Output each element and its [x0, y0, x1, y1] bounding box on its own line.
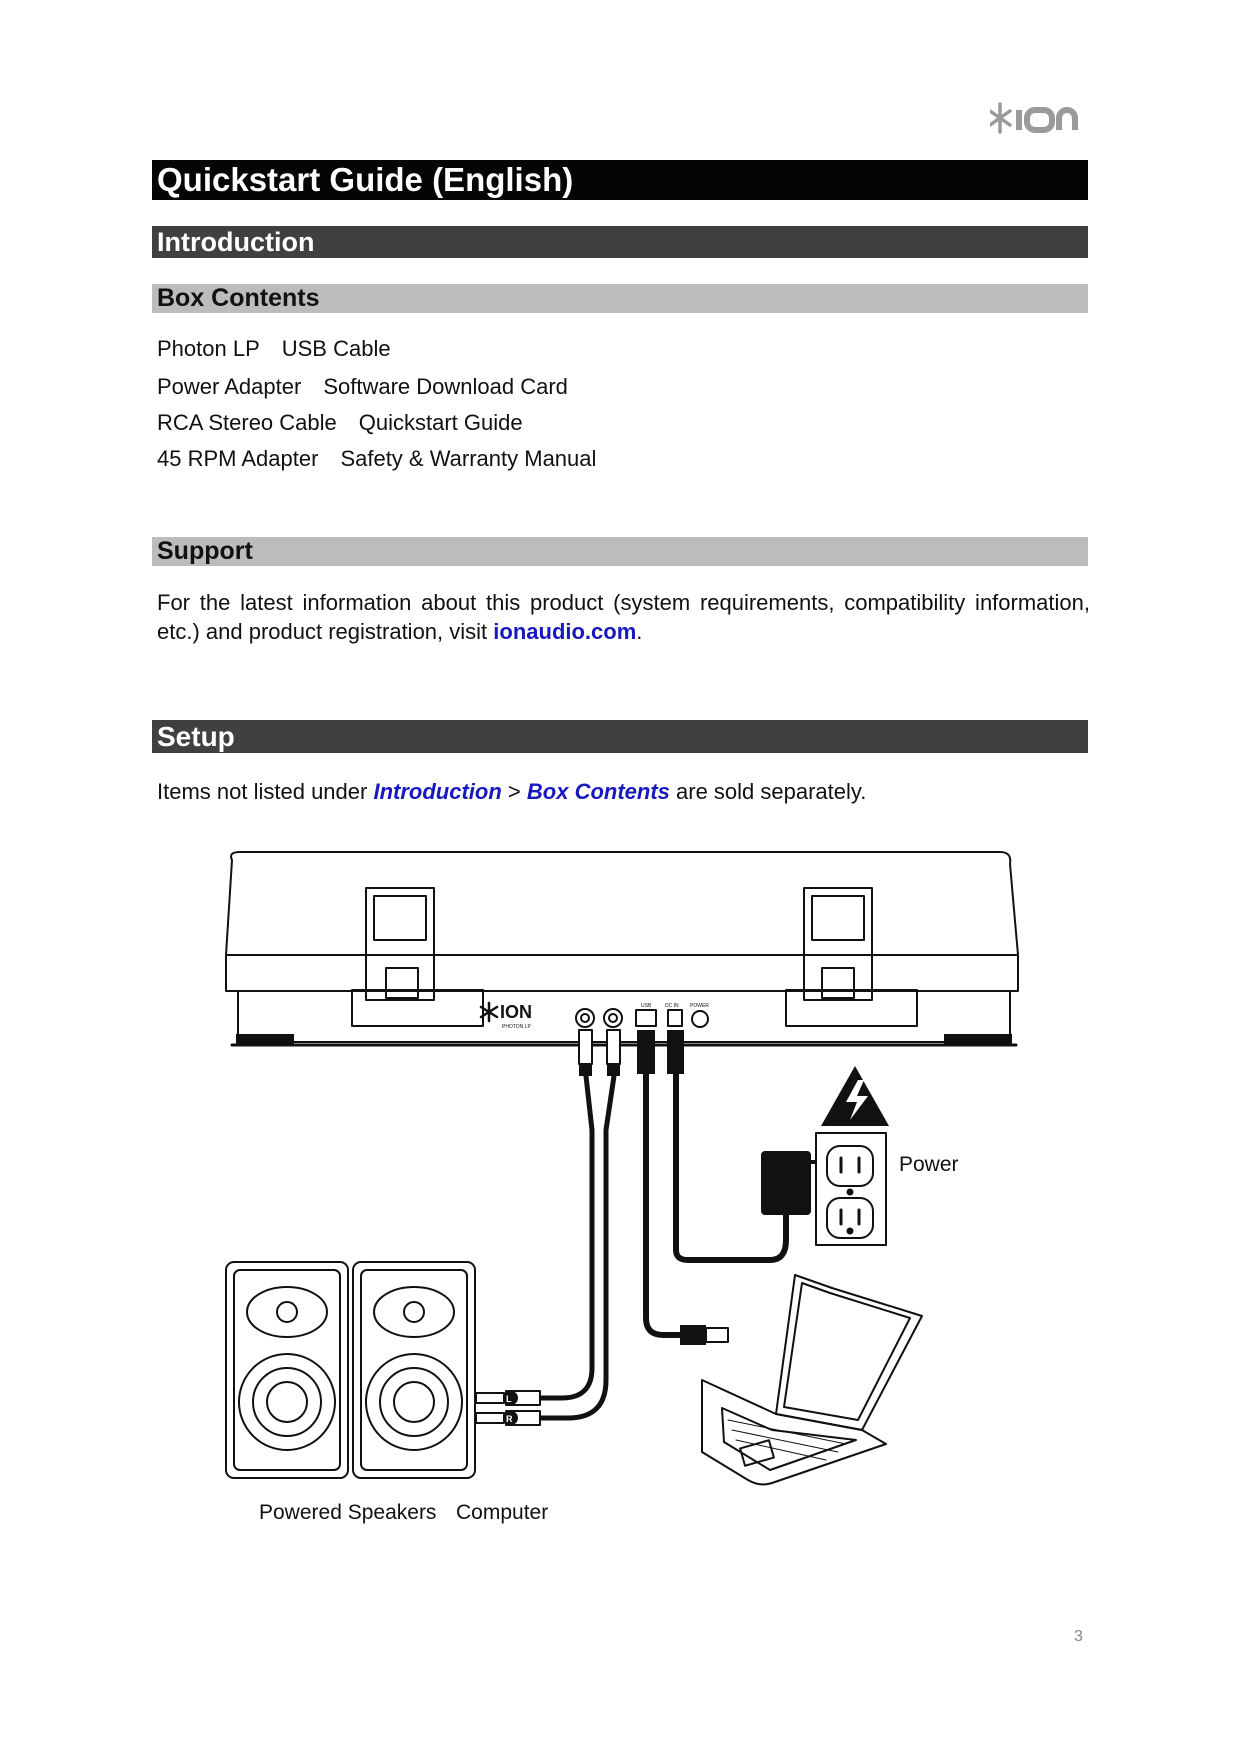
box-contents-row: Photon LP USB Cable [157, 335, 391, 363]
breadcrumb-separator: > [507, 779, 521, 804]
setup-paragraph: Items not listed under Introduction > Bo… [157, 778, 866, 806]
computer-caption: Computer [456, 1501, 549, 1524]
box-contents-item: USB Cable [281, 336, 391, 361]
support-paragraph: For the latest information about this pr… [157, 588, 1090, 646]
section-heading-setup: Setup [152, 720, 1088, 753]
support-period: . [636, 619, 643, 644]
power-switch-label: POWER [690, 1003, 709, 1009]
high-voltage-warning-icon [821, 1066, 889, 1126]
box-contents-row: RCA Stereo Cable Quickstart Guide [157, 409, 523, 437]
box-contents-row: 45 RPM Adapter Safety & Warranty Manual [157, 445, 596, 473]
rca-left-label: L [506, 1394, 512, 1404]
back-panel-ion-logo: ION PHOTON LP [479, 1001, 532, 1030]
setup-text-before: Items not listed under [157, 779, 368, 804]
setup-text-after: are sold separately. [676, 779, 867, 804]
introduction-link[interactable]: Introduction [373, 779, 502, 804]
cables [475, 1029, 789, 1426]
power-caption: Power [899, 1153, 959, 1176]
page-title: Quickstart Guide (English) [152, 160, 1088, 200]
subsection-heading-box-contents: Box Contents [152, 284, 1088, 313]
wall-outlet [815, 1132, 887, 1246]
ion-logo-icon [988, 102, 1078, 134]
box-contents-item: Safety & Warranty Manual [340, 446, 597, 471]
box-contents-item: Photon LP [157, 336, 260, 361]
back-panel-ports: USB DC IN POWER [575, 1003, 709, 1028]
back-panel-logo-text: ION [500, 1002, 532, 1022]
powered-speakers [225, 1261, 476, 1479]
box-contents-item: RCA Stereo Cable [157, 410, 337, 435]
page-number: 3 [1074, 1628, 1083, 1645]
ion-logo [988, 100, 1090, 136]
usb-port-label: USB [641, 1003, 652, 1009]
ionaudio-link[interactable]: ionaudio.com [493, 619, 637, 644]
box-contents-item: Software Download Card [323, 374, 568, 399]
powered-speakers-caption: Powered Speakers [259, 1501, 437, 1524]
power-adapter [761, 1151, 817, 1215]
rca-right-label: R [506, 1414, 513, 1424]
setup-diagram: ION PHOTON LP USB DC IN POWER [225, 851, 1019, 1486]
support-text: For the latest information about this pr… [157, 590, 1090, 644]
dc-port-label: DC IN [665, 1003, 679, 1009]
back-panel-model-text: PHOTON LP [502, 1024, 531, 1030]
subsection-heading-support: Support [152, 537, 1088, 566]
section-heading-introduction: Introduction [152, 226, 1088, 258]
box-contents-row: Power Adapter Software Download Card [157, 373, 568, 401]
laptop-computer [701, 1274, 923, 1486]
box-contents-item: Power Adapter [157, 374, 302, 399]
box-contents-item: 45 RPM Adapter [157, 446, 319, 471]
turntable-back-view [225, 851, 1019, 1047]
box-contents-item: Quickstart Guide [358, 410, 523, 435]
box-contents-link[interactable]: Box Contents [526, 779, 670, 804]
